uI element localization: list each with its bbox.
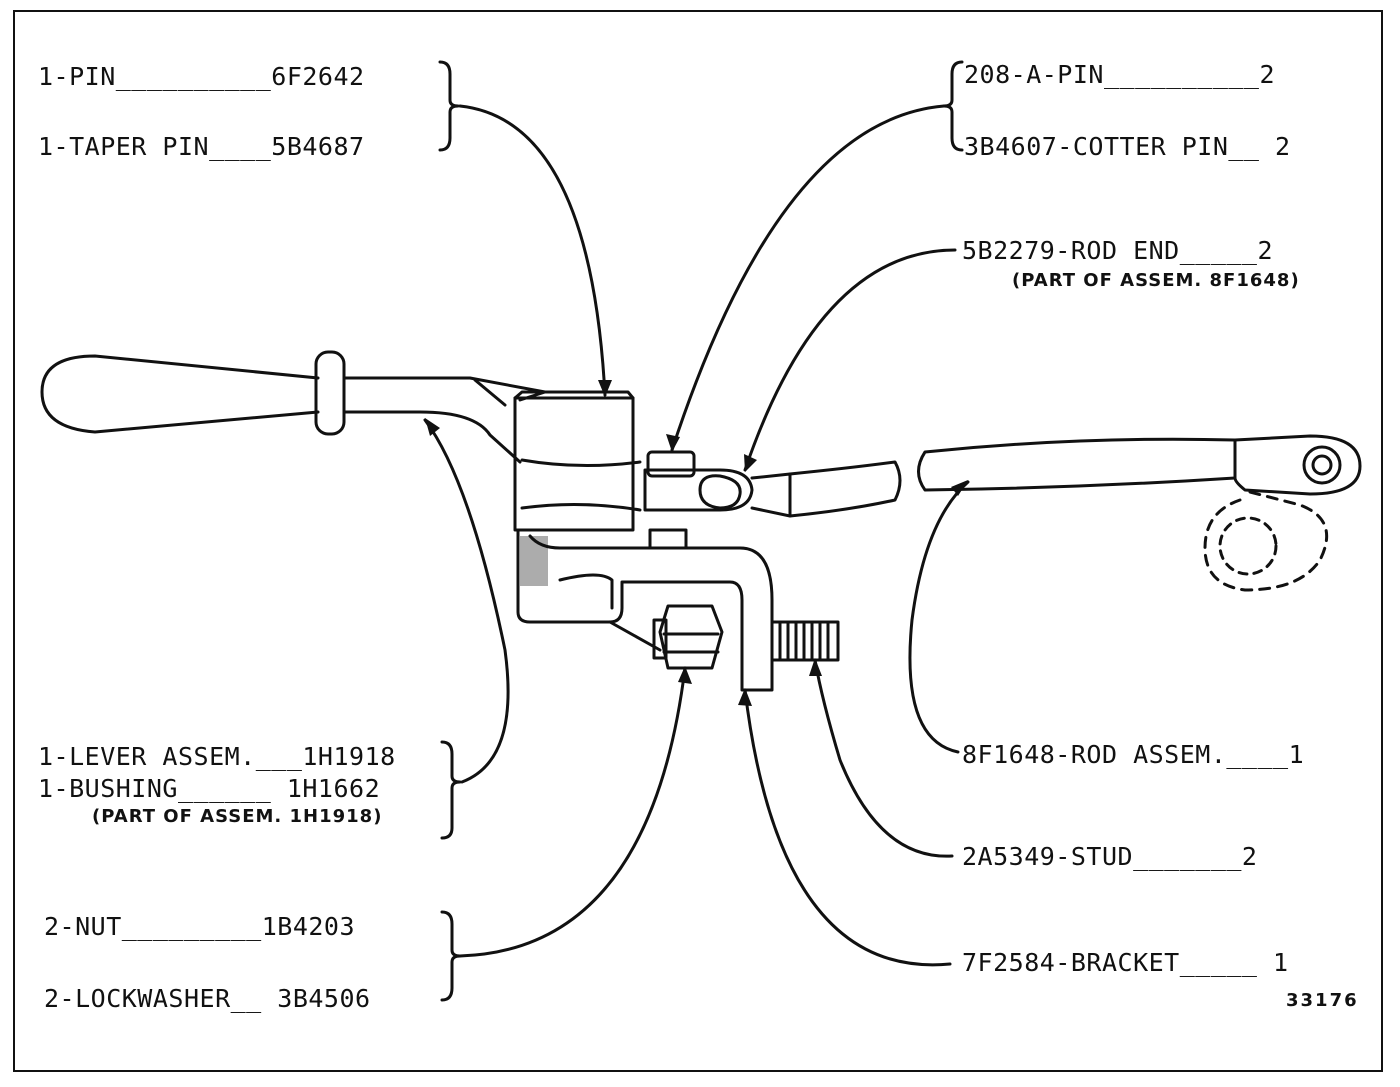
- lockwasher: [652, 618, 668, 660]
- bracket-nut-group: [440, 910, 462, 1002]
- label-taper-pin: 1-TAPER PIN____5B4687: [38, 132, 365, 161]
- label-pin: 1-PIN__________6F2642: [38, 62, 365, 91]
- rod-left: [788, 460, 902, 518]
- rod-end-right: [1233, 434, 1362, 496]
- note-rod-end: (PART OF ASSEM. 8F1648): [1012, 270, 1300, 291]
- leader-stud: [813, 658, 954, 858]
- bushing-body: [516, 528, 774, 692]
- rod-end-left: [750, 472, 792, 518]
- leader-nut: [458, 666, 687, 958]
- leader-rod-end: [743, 248, 957, 472]
- nut-outline: [658, 604, 724, 670]
- label-bushing: 1-BUSHING______ 1H1662: [38, 774, 381, 803]
- lever-arm: [342, 376, 547, 464]
- handle-grip: [40, 354, 320, 434]
- leader-rod-assem: [908, 480, 970, 754]
- bracket-pin-group: [438, 60, 460, 152]
- figure-number: 33176: [1286, 990, 1359, 1011]
- handle-collar: [314, 350, 346, 436]
- bracket-lever-group: [440, 740, 462, 840]
- leader-bracket: [743, 688, 952, 967]
- label-lever-assem: 1-LEVER ASSEM.___1H1918: [38, 742, 396, 771]
- clevis-yoke: [643, 468, 754, 512]
- leader-pin: [458, 104, 607, 397]
- label-rod-end: 5B2279-ROD END_____2: [962, 236, 1274, 265]
- label-lockwasher: 2-LOCKWASHER__ 3B4506: [44, 984, 371, 1013]
- label-cotter-pin: 3B4607-COTTER PIN__ 2: [964, 132, 1291, 161]
- diagram-border: [13, 10, 1383, 1072]
- label-stud: 2A5349-STUD_______2: [962, 842, 1258, 871]
- label-bracket: 7F2584-BRACKET_____ 1: [962, 948, 1289, 977]
- label-nut: 2-NUT_________1B4203: [44, 912, 356, 941]
- leader-apin: [670, 104, 946, 452]
- note-bushing: (PART OF ASSEM. 1H1918): [92, 806, 383, 827]
- clevis-pin: [646, 450, 696, 478]
- rod-right: [917, 437, 1237, 492]
- label-rod-assem: 8F1648-ROD ASSEM.____1: [962, 740, 1305, 769]
- leader-lever: [423, 418, 510, 784]
- bracket-apin-group: [942, 60, 964, 152]
- phantom-arm: [1203, 490, 1329, 592]
- label-a-pin: 208-A-PIN__________2: [964, 60, 1276, 89]
